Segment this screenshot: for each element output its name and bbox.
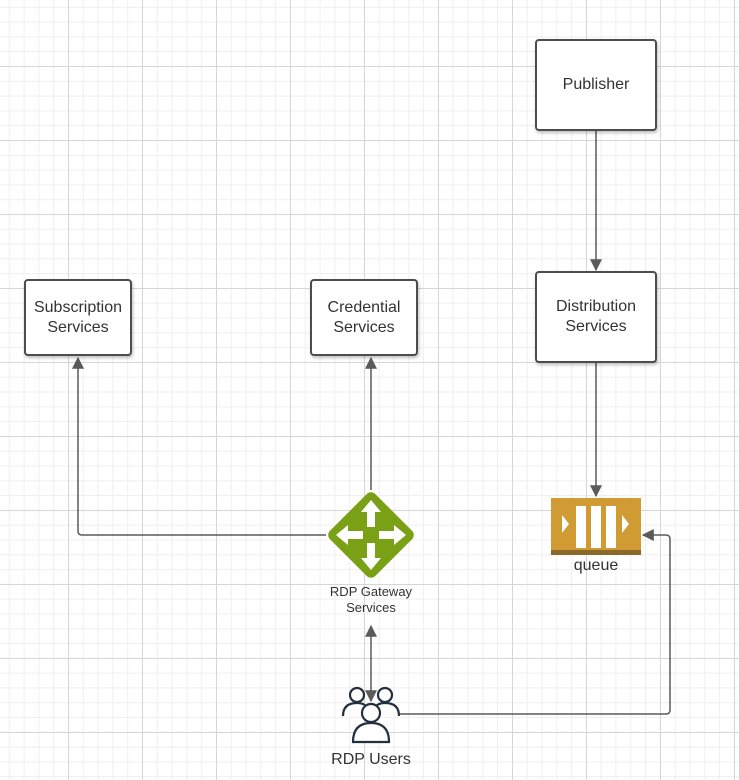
publisher-label: Publisher [562,76,630,93]
queue-icon [551,498,641,555]
distribution-services-box[interactable]: Distribution Services [535,271,657,363]
publisher-box[interactable]: Publisher [535,39,657,131]
credential-services-label: Credential Services [327,298,401,336]
distribution-services-label: Distribution Services [555,298,637,335]
rdp-users-label: RDP Users [331,751,411,768]
rdp-gateway-services-text: RDP Gateway Services [329,584,413,615]
edge-gateway-to-subscription [72,356,326,536]
subscription-services-box[interactable]: Subscription Services [24,279,132,356]
users-group-icon [341,686,401,744]
gateway-arrows-icon [328,492,414,578]
edge-users-to-queue [400,529,671,715]
rdp-gateway-services-label: RDP Gateway Services [316,584,426,616]
credential-services-box[interactable]: Credential Services [310,279,418,356]
subscription-services-label: Subscription Services [33,298,123,336]
queue-label: queue [573,557,619,574]
